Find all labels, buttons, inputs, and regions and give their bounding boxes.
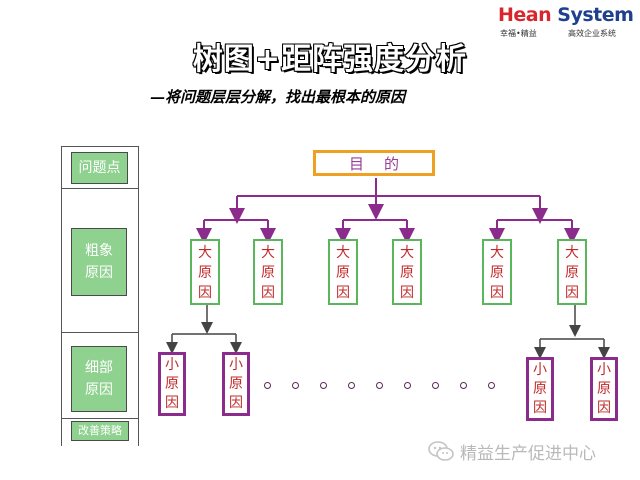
purpose-char-2: 的 [384, 154, 400, 173]
detail-cause-box: 小原因 [222, 352, 250, 416]
detail-cause-box: 小原因 [526, 357, 554, 421]
ellipsis-dot [264, 382, 271, 389]
company-logo: Hean System 幸福•精益 高效企业系统 [498, 4, 638, 40]
ellipsis-dot [432, 382, 439, 389]
detail-cause-char: 因 [165, 395, 179, 411]
ellipsis-dot [320, 382, 327, 389]
detail-cause-char: 因 [533, 400, 547, 416]
major-cause-char: 大 [490, 245, 504, 261]
level-column [61, 146, 139, 446]
major-cause-char: 原 [565, 265, 579, 281]
detail-cause-char: 小 [165, 357, 179, 373]
major-cause-char: 因 [400, 285, 414, 301]
purpose-char-1: 目 [348, 154, 364, 173]
detail-cause-char: 小 [533, 362, 547, 378]
major-cause-char: 因 [336, 285, 350, 301]
major-cause-box: 大原因 [392, 239, 422, 305]
major-cause-char: 因 [565, 285, 579, 301]
detail-cause-box: 小原因 [158, 352, 186, 416]
ellipsis-dot [460, 382, 467, 389]
detail-cause-char: 原 [533, 381, 547, 397]
major-cause-box: 大原因 [557, 239, 587, 305]
level-divider [61, 188, 139, 189]
major-cause-char: 大 [198, 245, 212, 261]
level-detail-causes-label: 细部原因 [85, 360, 113, 398]
major-cause-char: 原 [198, 265, 212, 281]
major-cause-char: 大 [565, 245, 579, 261]
ellipsis-dot [376, 382, 383, 389]
level-major-causes: 粗象原因 [71, 228, 127, 296]
watermark: 精益生产促进中心 [428, 436, 596, 466]
detail-cause-char: 因 [597, 400, 611, 416]
major-cause-char: 原 [336, 265, 350, 281]
logo-brand-rest: System [551, 4, 634, 26]
detail-connectors [166, 305, 610, 359]
wechat-icon [428, 441, 454, 461]
ellipsis-dot [348, 382, 355, 389]
ellipsis-dot [404, 382, 411, 389]
major-cause-char: 大 [400, 245, 414, 261]
detail-cause-char: 原 [229, 376, 243, 392]
major-cause-char: 原 [490, 265, 504, 281]
level-improvement-label: 改善策略 [78, 424, 122, 437]
level-divider [61, 418, 139, 419]
page-subtitle: —将问题层层分解，找出最根本的原因 [150, 88, 406, 106]
purpose-box: 目 的 [313, 150, 435, 176]
page-title: 树图+距阵强度分析 [192, 42, 468, 77]
level-problem-point: 问题点 [71, 152, 128, 184]
level-divider [61, 146, 139, 147]
ellipsis-dot [488, 382, 495, 389]
level-detail-causes: 细部原因 [71, 346, 127, 412]
detail-cause-char: 小 [597, 362, 611, 378]
watermark-text: 精益生产促进中心 [460, 443, 596, 464]
detail-cause-box: 小原因 [590, 357, 618, 421]
major-cause-box: 大原因 [482, 239, 512, 305]
level-improvement: 改善策略 [71, 421, 129, 441]
major-cause-char: 大 [336, 245, 350, 261]
major-cause-char: 原 [261, 265, 275, 281]
detail-cause-char: 因 [229, 395, 243, 411]
logo-tagline-left: 幸福•精益 [500, 29, 537, 38]
logo-brand-h: Hean [498, 4, 552, 26]
detail-cause-char: 小 [229, 357, 243, 373]
major-cause-char: 原 [400, 265, 414, 281]
detail-cause-char: 原 [165, 376, 179, 392]
major-cause-char: 因 [198, 285, 212, 301]
major-cause-box: 大原因 [328, 239, 358, 305]
detail-cause-char: 原 [597, 381, 611, 397]
logo-tagline-right: 高效企业系统 [568, 29, 616, 38]
level-major-causes-label: 粗象原因 [85, 243, 113, 281]
major-cause-box: 大原因 [253, 239, 283, 305]
level-problem-point-label: 问题点 [78, 160, 121, 176]
group-connectors [196, 219, 580, 244]
major-cause-char: 因 [261, 285, 275, 301]
level-divider [61, 332, 139, 333]
ellipsis-dot [292, 382, 299, 389]
major-cause-box: 大原因 [190, 239, 220, 305]
major-cause-char: 大 [261, 245, 275, 261]
purpose-connectors [229, 178, 548, 224]
major-cause-char: 因 [490, 285, 504, 301]
